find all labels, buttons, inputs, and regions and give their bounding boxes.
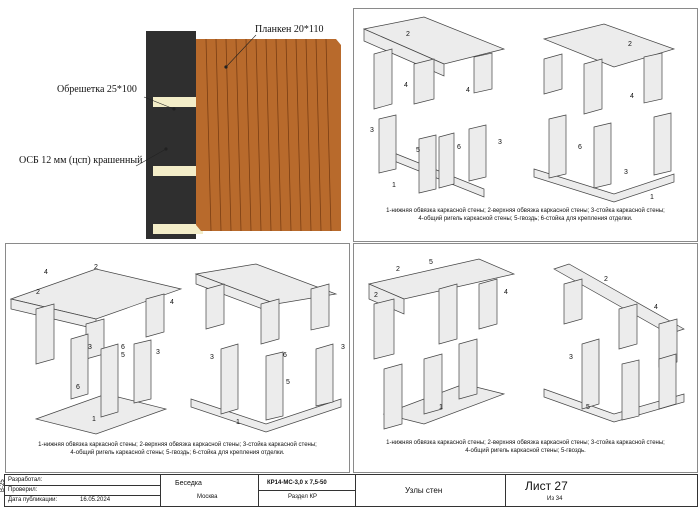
joints-caption-2: 1-нижняя обвязка каркасной стены; 2-верх… bbox=[38, 442, 317, 456]
joints-drawing-2 bbox=[9, 263, 342, 435]
callout-6e: 6 bbox=[283, 352, 287, 359]
callout-4b: 4 bbox=[466, 87, 470, 94]
joints-panel-1: 2 4 4 3 5 6 3 1 2 4 6 3 1 1-нижняя обвяз… bbox=[353, 8, 698, 242]
joints-panel-2: 2 4 2 4 3 6 5 3 6 1 3 6 5 3 1 1-нижняя о… bbox=[5, 243, 350, 473]
joints-panel-3: 2 5 2 4 2 4 3 1 5 1-нижняя обвязка карка… bbox=[353, 243, 698, 473]
callout-4c: 4 bbox=[630, 93, 634, 100]
city-name: Москва bbox=[197, 494, 218, 500]
checked-label: Проверил: bbox=[8, 487, 38, 493]
callout-5a: 5 bbox=[416, 147, 420, 154]
title-block: Разработал: Проверил: Дата публикации: 1… bbox=[4, 474, 698, 507]
callout-4a: 4 bbox=[404, 82, 408, 89]
cladding-section-drawing bbox=[135, 31, 341, 239]
callout-5b: 5 bbox=[121, 352, 125, 359]
joints-drawing-1 bbox=[362, 16, 676, 203]
object-name: Беседка bbox=[175, 480, 202, 487]
lath-label: Обрешетка 25*100 bbox=[57, 84, 137, 95]
pub-date: 16.05.2024 bbox=[80, 497, 111, 503]
pub-date-label: Дата публикации: bbox=[8, 497, 58, 503]
callout-3f: 3 bbox=[210, 354, 214, 361]
callout-1b: 1 bbox=[650, 194, 654, 201]
cladding-section-panel: Планкен 20*110 Обрешетка 25*100 ОСБ 12 м… bbox=[5, 8, 349, 242]
callout-3c: 3 bbox=[624, 169, 628, 176]
osb-board bbox=[146, 31, 196, 239]
developer-label: Разработал: bbox=[8, 477, 43, 483]
callout-6c: 6 bbox=[121, 344, 125, 351]
joints-caption-3: 1-нижняя обвязка каркасной стены; 2-верх… bbox=[386, 440, 665, 454]
callout-6a: 6 bbox=[457, 144, 461, 151]
callout-2e: 2 bbox=[396, 266, 400, 273]
callout-2b: 2 bbox=[628, 41, 632, 48]
lath-strip-2 bbox=[153, 166, 203, 176]
plank-label: Планкен 20*110 bbox=[255, 24, 324, 35]
callout-5c: 5 bbox=[286, 379, 290, 386]
callout-4g: 4 bbox=[654, 304, 658, 311]
section-name: Раздел КР bbox=[288, 494, 317, 500]
callout-3e: 3 bbox=[156, 349, 160, 356]
lath-strip-1 bbox=[153, 97, 203, 107]
callout-5e: 5 bbox=[586, 404, 590, 411]
callout-3b: 3 bbox=[498, 139, 502, 146]
callout-3a: 3 bbox=[370, 127, 374, 134]
sheet-number: Лист 27 bbox=[525, 479, 568, 493]
drawing-title: Узлы стен bbox=[405, 486, 443, 495]
callout-4e: 4 bbox=[170, 299, 174, 306]
callout-3h: 3 bbox=[569, 354, 573, 361]
callout-2d: 2 bbox=[36, 289, 40, 296]
callout-4d: 4 bbox=[44, 269, 48, 276]
project-code: КР14-МС-3,0 х 7,5-50 bbox=[267, 480, 327, 486]
callout-2g: 2 bbox=[604, 276, 608, 283]
callout-6d: 6 bbox=[76, 384, 80, 391]
sheet-total: Из 34 bbox=[547, 496, 563, 502]
joints-drawing-3 bbox=[367, 258, 685, 430]
lath-strip-3 bbox=[153, 224, 203, 234]
joints-caption-1: 1-нижняя обвязка каркасной стены; 2-верх… bbox=[386, 208, 665, 222]
callout-2c: 2 bbox=[94, 264, 98, 271]
osb-label: ОСБ 12 мм (цсп) крашенный bbox=[19, 155, 143, 166]
callout-1a: 1 bbox=[392, 182, 396, 189]
callout-1e: 1 bbox=[439, 404, 443, 411]
callout-1d: 1 bbox=[236, 419, 240, 426]
callout-2f: 2 bbox=[374, 292, 378, 299]
callout-2a: 2 bbox=[406, 31, 410, 38]
callout-3d: 3 bbox=[88, 344, 92, 351]
callout-6b: 6 bbox=[578, 144, 582, 151]
callout-1c: 1 bbox=[92, 416, 96, 423]
callout-3g: 3 bbox=[341, 344, 345, 351]
callout-5d: 5 bbox=[429, 259, 433, 266]
callout-4f: 4 bbox=[504, 289, 508, 296]
